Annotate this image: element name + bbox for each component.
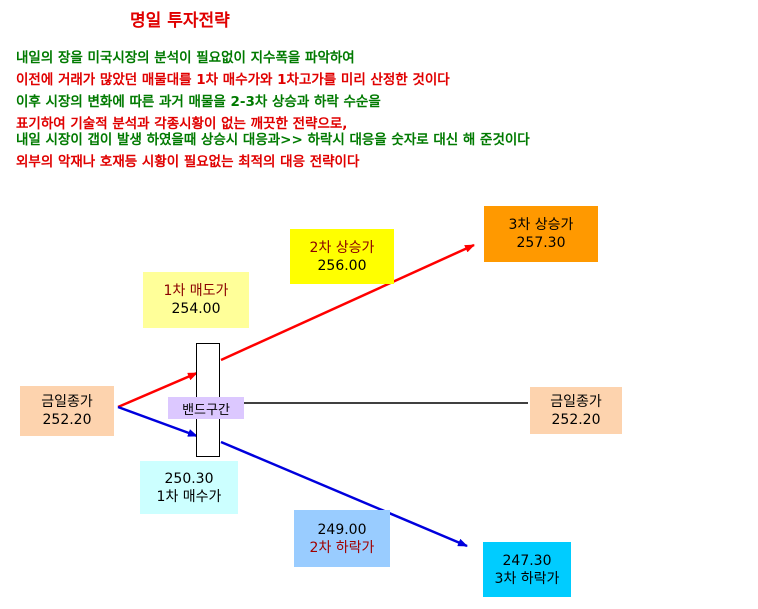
rise3-value: 257.30 (516, 235, 566, 251)
arrow-down-to-band (117, 405, 198, 438)
arrow-up-to-rise3 (220, 243, 475, 362)
arrow-down-to-fall3 (220, 440, 468, 548)
description-line-6: 외부의 악재나 호재등 시황이 필요없는 최적의 대응 전략이다 (16, 154, 360, 170)
fall3-value: 247.30 (502, 552, 552, 569)
rise2-label: 2차 상승가 (309, 239, 375, 256)
fall3-box: 247.30 3차 하락가 (483, 542, 571, 597)
today-close-left-label: 금일종가 (41, 394, 93, 410)
today-close-right-label: 금일종가 (550, 393, 602, 410)
description-line-4: 표기하여 기술적 분석과 각종시황이 없는 깨끗한 전략으로, (16, 116, 348, 132)
rise3-box: 3차 상승가 257.30 (484, 206, 598, 262)
today-close-left-box: 금일종가 252.20 (20, 386, 114, 436)
description-line-1: 내일의 장을 미국시장의 분석이 필요없이 지수폭을 파악하여 (16, 50, 355, 66)
rise2-box: 2차 상승가 256.00 (290, 229, 394, 284)
fall3-label: 3차 하락가 (494, 570, 560, 587)
today-close-right-value: 252.20 (551, 411, 601, 428)
today-close-right-box: 금일종가 252.20 (530, 387, 622, 434)
sell1-value: 254.00 (171, 301, 221, 317)
band-label: 밴드구간 (168, 397, 244, 419)
fall2-box: 249.00 2차 하락가 (294, 510, 390, 567)
page-title: 명일 투자전략 (130, 11, 230, 31)
arrow-up-to-band (117, 371, 198, 409)
buy1-label: 1차 매수가 (156, 488, 222, 505)
buy1-box: 250.30 1차 매수가 (140, 461, 238, 514)
description-line-5: 내일 시장이 갭이 발생 하였을때 상승시 대응과>> 하락시 대응을 숫자로 … (16, 132, 530, 148)
description-line-3: 이후 시장의 변화에 따른 과거 매물을 2-3차 상승과 하락 수순을 (16, 94, 381, 110)
sell1-box: 1차 매도가 254.00 (143, 272, 249, 328)
fall2-value: 249.00 (317, 521, 367, 538)
fall2-label: 2차 하락가 (309, 539, 375, 556)
rise3-label: 3차 상승가 (508, 217, 574, 233)
description-line-2: 이전에 거래가 많았던 매물대를 1차 매수가와 1차고가를 미리 산정한 것이… (16, 72, 450, 88)
rise2-value: 256.00 (317, 257, 367, 274)
buy1-value: 250.30 (164, 470, 214, 487)
today-close-left-value: 252.20 (42, 412, 92, 428)
sell1-label: 1차 매도가 (163, 283, 229, 299)
